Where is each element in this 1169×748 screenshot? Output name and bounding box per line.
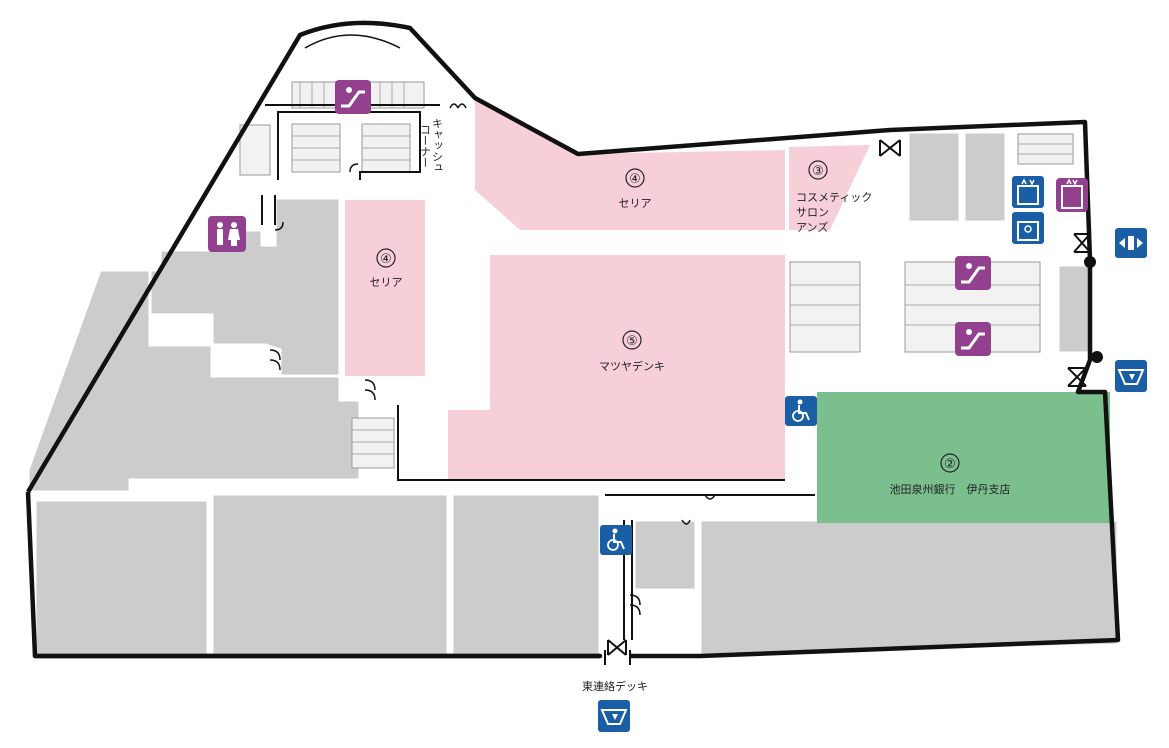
store-name: セリア (370, 276, 403, 289)
east-deck-label: 東連絡デッキ (582, 679, 648, 693)
cash-corner-line: コーナー (419, 124, 432, 168)
seria-west-area (345, 200, 425, 376)
wheelchair-icon (600, 525, 632, 555)
store-name-line: サロン (796, 206, 829, 219)
seria-north-area (475, 98, 785, 230)
south-center-block (450, 492, 602, 657)
south-west-block (33, 498, 210, 657)
escalator-icon (955, 322, 991, 356)
accessible-elevator-icon (1012, 212, 1044, 244)
store-name-line: コスメティック (796, 191, 872, 204)
store-ikeda-senshu-bank: ② 池田泉州銀行 伊丹支店 (890, 453, 1011, 496)
north-gate (879, 139, 901, 157)
entrance-icon (598, 700, 630, 732)
south-mid-block (210, 492, 450, 657)
cash-corner-label: キャッシュ コーナー (419, 118, 444, 173)
store-number: ④ (380, 252, 392, 267)
north-east-block-1 (906, 130, 962, 224)
east-narrow-block (1056, 263, 1092, 355)
north-east-stairs (1017, 133, 1074, 165)
store-number: ③ (812, 164, 824, 179)
ikeda-senshu-bank-area (817, 392, 1110, 523)
east-gate-upper (1073, 233, 1091, 253)
store-name: セリア (619, 197, 652, 210)
toilet-icon (208, 216, 246, 252)
gray-tenant-areas (26, 130, 1120, 657)
matsuya-denki-area (448, 255, 785, 480)
north-core-wall (277, 111, 421, 180)
store-seria-west: ④ セリア (370, 248, 403, 289)
store-number: ② (944, 457, 956, 472)
door-markers (269, 103, 716, 616)
wheelchair-icon (785, 396, 817, 426)
store-name: マツヤデンキ (599, 359, 665, 373)
store-cosmetic-salon: ③ コスメティック サロン アンズ (796, 160, 872, 234)
entrance-gates (304, 34, 1103, 656)
center-escalator-left (789, 261, 861, 353)
west-stairs (239, 124, 271, 176)
center-stairs (351, 417, 395, 469)
store-name: 池田泉州銀行 伊丹支店 (890, 482, 1011, 496)
north-east-block-2 (962, 130, 1008, 224)
elevator-icon (1056, 178, 1088, 212)
pink-tenant-areas (345, 98, 870, 480)
direction-sign-icon (1115, 228, 1147, 258)
store-matsuya-denki: ⑤ マツヤデンキ (599, 330, 665, 373)
escalator-icon (955, 256, 991, 290)
elevator-icon (1012, 176, 1044, 208)
west-lower-block (26, 268, 362, 494)
south-gate (607, 639, 627, 656)
store-seria-north: ④ セリア (619, 168, 652, 210)
east-gate-lower (1067, 367, 1087, 387)
cash-corner-line: キャッシュ (431, 118, 444, 173)
escalator-icon (335, 80, 371, 114)
store-number: ⑤ (626, 334, 638, 349)
center-corridor-wall (397, 405, 785, 481)
entrance-icon (1115, 360, 1147, 392)
store-number: ④ (629, 172, 641, 187)
small-center-block (632, 518, 698, 592)
south-east-block (698, 518, 1120, 657)
store-name-line: アンズ (796, 220, 828, 234)
